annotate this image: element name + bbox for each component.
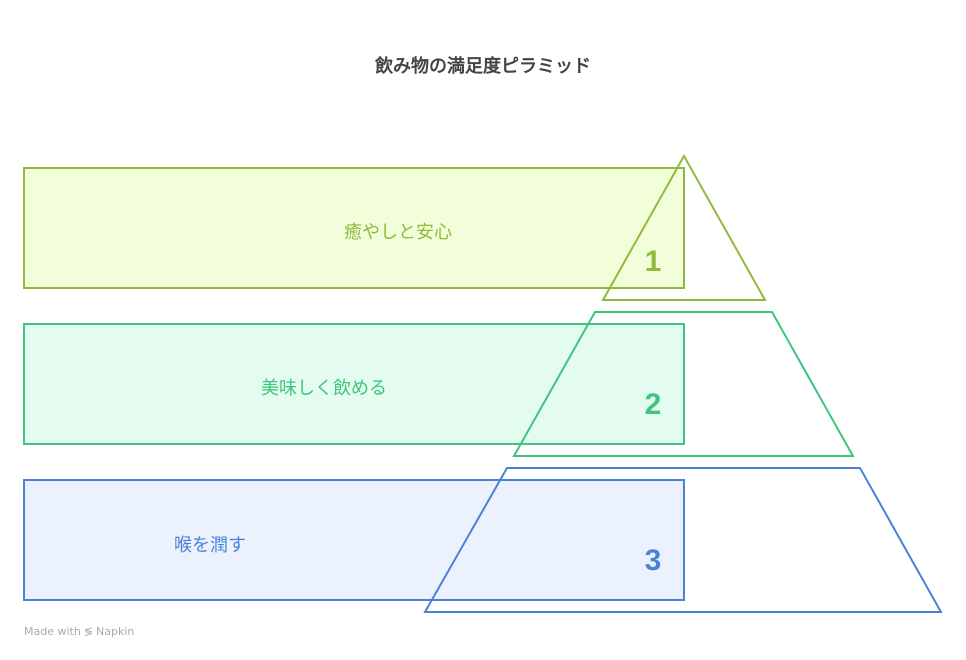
level-1-label: 癒やしと安心 — [344, 222, 452, 243]
level-2-box — [23, 323, 685, 445]
diagram-title: 飲み物の満足度ピラミッド — [375, 56, 591, 77]
level-3-shape — [423, 467, 943, 613]
level-3-box — [23, 479, 685, 601]
level-2: 美味しく飲める 2 — [23, 311, 855, 457]
level-1-shape — [601, 153, 767, 301]
level-1-box — [23, 167, 685, 289]
level-2-label: 美味しく飲める — [261, 378, 387, 399]
level-2-shape — [512, 311, 855, 457]
level-1-number: 1 — [645, 245, 662, 278]
napkin-logo-icon: ≶ — [83, 625, 94, 638]
level-3-number: 3 — [645, 544, 662, 577]
footer: Made with ≶ Napkin — [24, 625, 134, 638]
level-3: 喉を潤す 3 — [23, 467, 943, 613]
level-1: 癒やしと安心 1 — [23, 153, 767, 301]
napkin-brand: Napkin — [96, 625, 135, 638]
level-3-label: 喉を潤す — [174, 535, 246, 556]
made-with-text: Made with — [24, 625, 81, 638]
level-2-number: 2 — [645, 388, 662, 421]
